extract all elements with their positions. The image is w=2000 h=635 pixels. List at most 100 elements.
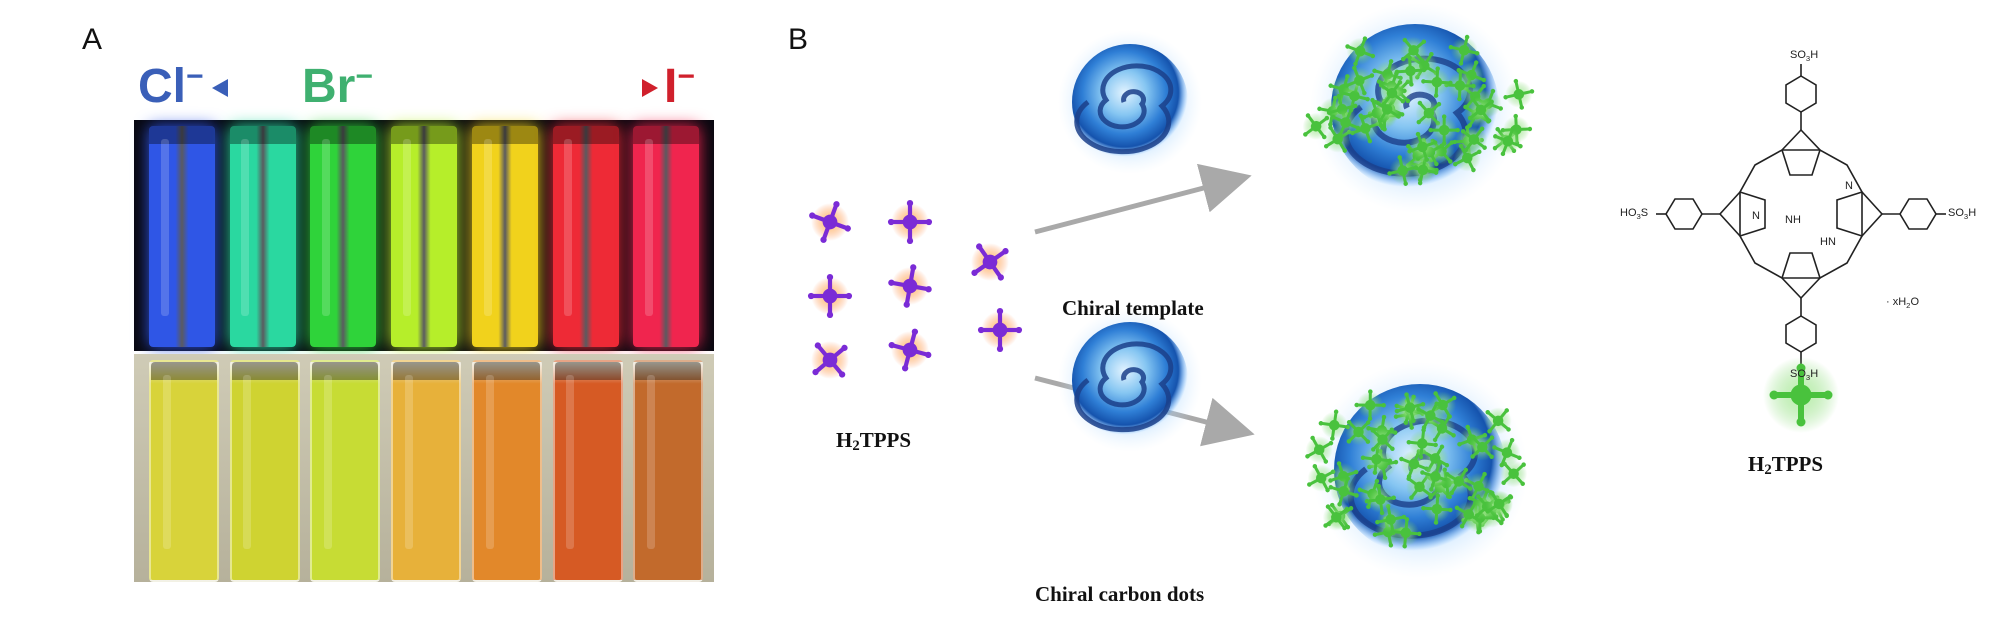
template-tpps-aggregate xyxy=(1302,3,1535,213)
agg-bottom-unit-41 xyxy=(1416,401,1445,430)
panel-letter-b: B xyxy=(788,23,809,56)
daylight-cuvette-3 xyxy=(310,360,381,582)
daylight-cuvettes xyxy=(134,354,714,582)
tpps-monomer-3 xyxy=(971,243,1009,281)
panel-letter-a: A xyxy=(82,23,103,56)
agg-bottom-unit-24 xyxy=(1307,464,1336,493)
iodide-label: I− xyxy=(664,62,695,111)
cuvette-meniscus xyxy=(391,126,457,144)
tpps-monomer-5 xyxy=(888,264,932,308)
daylight-cuvette-1 xyxy=(148,360,219,582)
agg-top-unit-43 xyxy=(1407,131,1438,162)
agg-bottom-unit-45 xyxy=(1328,476,1359,507)
cuvette-meniscus xyxy=(552,126,619,144)
monomer-label-sub: 2 xyxy=(852,438,860,454)
daylight-cuvette-7 xyxy=(633,360,704,582)
agg-top-unit-27 xyxy=(1400,36,1428,64)
green-tpps-j-aggregates-top xyxy=(1302,34,1535,186)
hydrate-label: · xH2O xyxy=(1886,296,1919,310)
iodide-symbol: I xyxy=(664,60,678,113)
green-tpps-monomer-icon xyxy=(1763,357,1839,433)
panel-b-scheme xyxy=(807,3,1946,578)
carbon-dot-tpps-aggregate xyxy=(1305,362,1528,578)
bromide-label: Br− xyxy=(302,62,373,111)
structure-label-h: H xyxy=(1748,452,1765,476)
agg-bottom-unit-29 xyxy=(1484,407,1512,435)
chiral-template-sphere xyxy=(1058,30,1202,174)
iodide-charge: − xyxy=(677,60,695,93)
agg-top-unit-46 xyxy=(1460,126,1488,154)
agg-top-unit-44 xyxy=(1428,114,1460,146)
tpps-monomer-8 xyxy=(888,328,932,372)
arrow-head-right xyxy=(642,79,658,97)
agg-bottom-unit-39 xyxy=(1420,461,1451,492)
agg-bottom-unit-48 xyxy=(1421,493,1453,525)
tpps-monomer-7 xyxy=(811,341,849,379)
structure-label: H2TPPS xyxy=(1748,452,1823,479)
tpps-monomer-cluster xyxy=(807,199,1023,379)
green-tpps-j-aggregates-bottom xyxy=(1305,389,1528,549)
cuvette-meniscus xyxy=(310,126,377,144)
agg-top-unit-26 xyxy=(1503,78,1535,110)
agg-top-unit-45 xyxy=(1378,79,1406,107)
agg-bottom-unit-46 xyxy=(1369,426,1397,454)
bottom-so: SO xyxy=(1790,368,1806,380)
structure-label-rest: TPPS xyxy=(1771,452,1824,476)
tpps-monomer-6 xyxy=(977,307,1023,353)
n-right-label: N xyxy=(1845,180,1853,192)
bottom-so-sub: 3 xyxy=(1805,373,1811,382)
cuvette-meniscus xyxy=(473,362,540,380)
monomer-label-h: H xyxy=(836,428,853,452)
left-ho: HO xyxy=(1620,207,1637,219)
cuvette-meniscus xyxy=(635,362,702,380)
bromide-charge: − xyxy=(355,60,373,93)
agg-top-unit-40 xyxy=(1448,34,1480,66)
cuvette-reflection xyxy=(324,375,333,550)
cuvette-reflection xyxy=(645,139,654,317)
chloride-symbol: Cl xyxy=(138,60,186,113)
cuvette-meniscus xyxy=(312,362,379,380)
cuvette-reflection xyxy=(647,375,656,550)
agg-bottom-unit-35 xyxy=(1364,483,1396,516)
uv-illuminated-cuvettes xyxy=(134,120,714,351)
agg-bottom-unit-47 xyxy=(1485,490,1513,518)
agg-bottom-unit-32 xyxy=(1406,427,1438,460)
agg-top-unit-23 xyxy=(1330,107,1361,138)
right-sulfonate-label: SO3H xyxy=(1948,207,1976,221)
tpps-monomer-2 xyxy=(887,199,933,245)
bromide-symbol: Br xyxy=(302,60,356,113)
arrow-head-left xyxy=(212,79,228,97)
hydrate-sub: 2 xyxy=(1906,301,1911,310)
chloride-charge: − xyxy=(186,60,204,93)
cuvette-reflection xyxy=(241,139,250,317)
green-tpps-icon-unit xyxy=(1769,363,1833,427)
agg-bottom-unit-11 xyxy=(1468,433,1496,461)
left-ho-sub: 3 xyxy=(1636,212,1641,221)
cuvette-reflection xyxy=(162,375,171,550)
cuvette-reflection xyxy=(485,375,494,550)
left-sulfonate-label: HO3S xyxy=(1620,207,1648,221)
agg-bottom-unit-31 xyxy=(1390,517,1422,549)
uv-cuvette-3 xyxy=(310,126,377,347)
tpps-monomer-4 xyxy=(807,273,853,319)
agg-bottom-unit-38 xyxy=(1492,437,1522,468)
arrow-to-template-assembly xyxy=(1034,163,1252,235)
agg-top-unit-15 xyxy=(1493,126,1523,157)
cuvette-meniscus xyxy=(554,362,621,380)
monomer-label-rest: TPPS xyxy=(859,428,912,452)
top-so-sub: 3 xyxy=(1805,54,1811,63)
uv-cuvette-5 xyxy=(471,126,538,347)
uv-cuvette-4 xyxy=(391,126,457,347)
agg-top-unit-17 xyxy=(1344,65,1375,96)
chiral-template-label: Chiral template xyxy=(1062,296,1204,320)
cuvette-meniscus xyxy=(229,126,296,144)
agg-bottom-unit-14 xyxy=(1354,389,1386,421)
agg-top-unit-38 xyxy=(1421,66,1453,98)
agg-top-unit-30 xyxy=(1394,55,1427,87)
agg-bottom-unit-12 xyxy=(1345,418,1373,446)
cuvette-reflection xyxy=(564,139,573,317)
cuvette-reflection xyxy=(160,139,169,317)
daylight-cuvette-6 xyxy=(552,360,623,582)
cuvette-reflection xyxy=(566,375,575,550)
right-so-sub: 3 xyxy=(1963,212,1969,221)
